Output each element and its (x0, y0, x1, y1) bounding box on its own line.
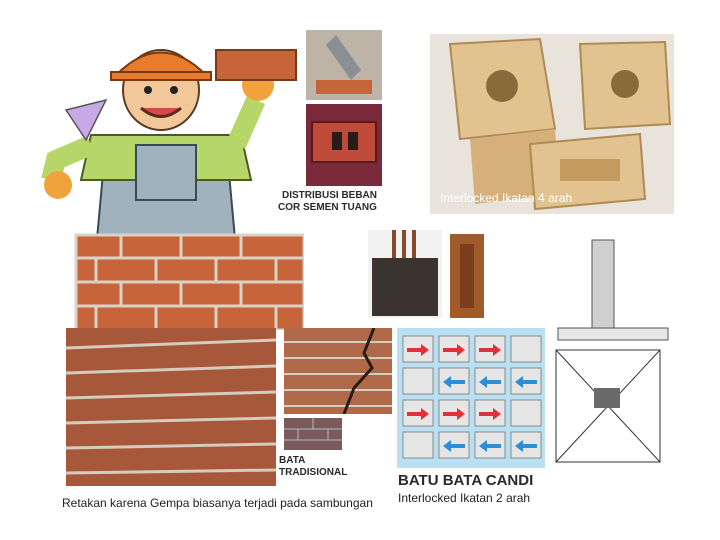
foundation-drawing (548, 230, 688, 470)
traditional-brick-photo (284, 418, 342, 450)
distribusi-label-line1: DISTRIBUSI BEBAN (282, 190, 378, 201)
cracked-wall-photo (284, 328, 392, 414)
interlock-4-label: Interlocked Ikatan 4 arah (440, 191, 573, 205)
column-photo-1 (368, 230, 442, 318)
caption-text: Retakan karena Gempa biasanya terjadi pa… (62, 496, 373, 510)
interlock-2-diagram (397, 328, 545, 468)
interlock-2-label: Interlocked Ikatan 2 arah (398, 491, 531, 505)
column-photo-2 (450, 234, 484, 318)
distribusi-label-line2: COR SEMEN TUANG (278, 202, 377, 213)
bata-label-line2: TRADISIONAL (279, 467, 348, 478)
interlock-4-photo (430, 34, 674, 214)
cement-pour-photo (306, 30, 382, 100)
worker-illustration (36, 30, 304, 330)
bata-label-line1: BATA (279, 455, 306, 466)
brick-core-photo (306, 104, 382, 186)
batu-candi-label: BATU BATA CANDI (398, 472, 534, 489)
old-brick-wall-photo (66, 328, 276, 486)
